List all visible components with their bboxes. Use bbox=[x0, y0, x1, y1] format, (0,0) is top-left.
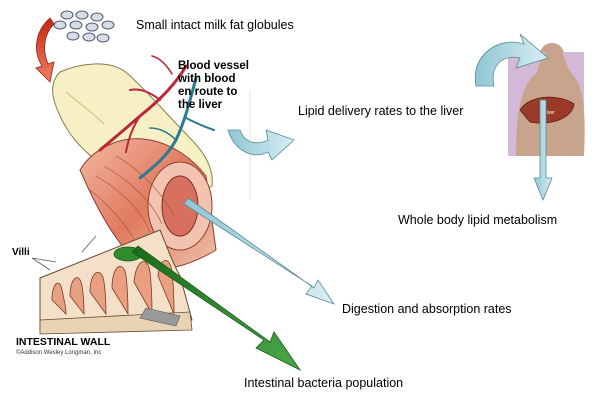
label-whole-body: Whole body lipid metabolism bbox=[398, 213, 558, 227]
liver-label: Liver bbox=[544, 110, 555, 116]
label-intestinal-wall: INTESTINAL WALL bbox=[16, 336, 111, 348]
label-bacteria: Intestinal bacteria population bbox=[244, 376, 404, 390]
digestion-arrow bbox=[183, 197, 336, 305]
label-villi: Villi bbox=[12, 247, 30, 258]
label-digestion: Digestion and absorption rates bbox=[342, 302, 512, 316]
label-blood-vessel-4: the liver bbox=[178, 99, 223, 111]
intake-arrow bbox=[35, 17, 55, 83]
label-blood-vessel-3: en route to bbox=[178, 86, 238, 98]
label-lipid-delivery: Lipid delivery rates to the liver bbox=[298, 104, 464, 118]
blood-vessels bbox=[98, 55, 215, 180]
lipid-delivery-arrow bbox=[227, 129, 295, 161]
bacteria-arrow bbox=[131, 245, 302, 372]
villi bbox=[51, 260, 175, 316]
label-blood-vessel-1: Blood vessel bbox=[178, 60, 249, 72]
whole-body-arrow bbox=[533, 99, 553, 202]
label-credit: ©Addison Wesley Longman, Inc bbox=[16, 350, 102, 356]
milk-fat-globules-icon bbox=[53, 10, 115, 43]
liver-loop-arrow bbox=[474, 33, 549, 87]
label-blood-vessel-2: with blood bbox=[178, 73, 236, 85]
label-fat-globules: Small intact milk fat globules bbox=[136, 18, 294, 32]
